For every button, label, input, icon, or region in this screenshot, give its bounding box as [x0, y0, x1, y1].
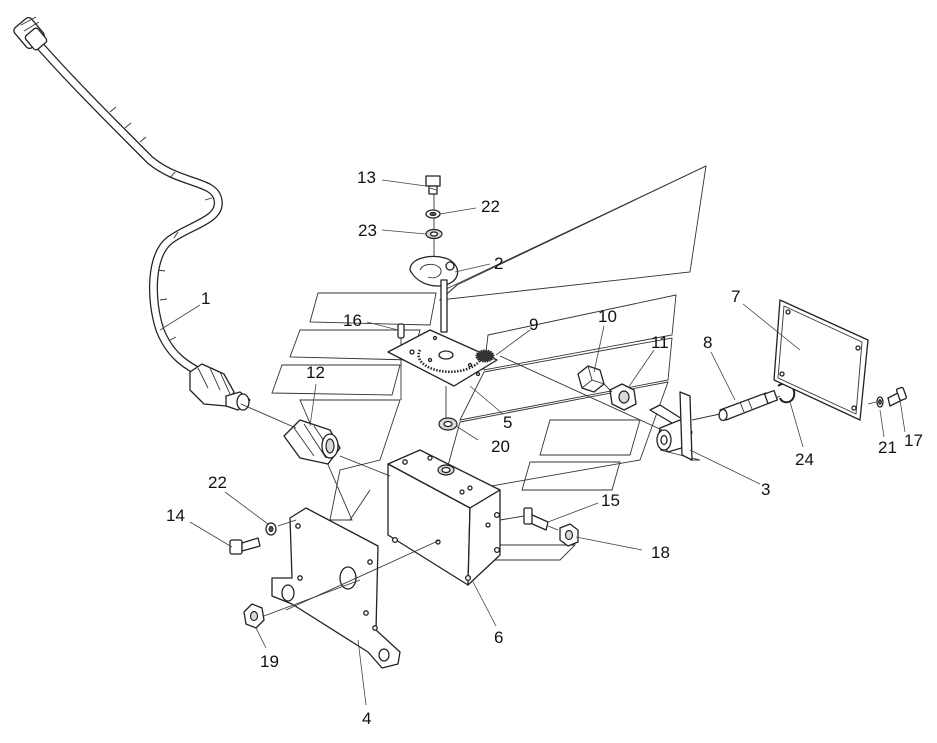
part-13-bolt	[425, 175, 441, 195]
label-part-21: 21	[878, 438, 897, 457]
label-part-24: 24	[795, 450, 814, 469]
label-part-13: 13	[357, 168, 376, 187]
label-part-23: 23	[358, 221, 377, 240]
part-11-nut	[609, 383, 637, 411]
part-7-cover-plate	[773, 299, 869, 421]
part-12-fitting	[283, 419, 341, 465]
assembly-centerlines	[240, 194, 877, 617]
label-part-4: 4	[362, 709, 371, 728]
label-part-5: 5	[503, 413, 512, 432]
label-part-6: 6	[494, 628, 503, 647]
part-20-bushing	[438, 386, 458, 431]
label-part-16: 16	[343, 311, 362, 330]
part-2-cam-lever	[409, 255, 459, 333]
label-part-18: 18	[651, 543, 670, 562]
part-22-washer-bottom	[265, 522, 277, 536]
part-4-mounting-plate	[271, 507, 401, 669]
label-part-22-top: 22	[481, 197, 500, 216]
callout-labels: 1 2 3 4 5 6 7 8 9 10 11 12 13 14 15 16 1…	[166, 168, 923, 728]
part-18-nut	[559, 523, 579, 547]
leader-lines	[159, 179, 906, 706]
label-part-11: 11	[651, 333, 669, 352]
label-part-9: 9	[529, 315, 538, 334]
label-part-10: 10	[598, 307, 617, 326]
label-part-8: 8	[703, 333, 712, 352]
label-part-15: 15	[601, 491, 620, 510]
part-6-block	[387, 449, 501, 586]
part-15-bolt	[523, 507, 549, 531]
part-22-washer-top	[425, 209, 441, 219]
part-19-nut	[243, 603, 265, 629]
label-part-17: 17	[904, 431, 923, 450]
label-part-14: 14	[166, 506, 185, 525]
label-part-19: 19	[260, 652, 279, 671]
label-part-2: 2	[494, 254, 503, 273]
label-part-12: 12	[306, 363, 325, 382]
part-10-nut	[577, 365, 605, 393]
part-16-pin	[397, 323, 405, 400]
part-14-bolt	[229, 537, 261, 555]
part-23-washer	[425, 228, 443, 240]
part-17-screw	[887, 386, 908, 407]
label-part-20: 20	[491, 437, 510, 456]
part-9-gear	[475, 349, 495, 363]
label-part-22-bottom: 22	[208, 473, 227, 492]
label-part-3: 3	[761, 480, 770, 499]
part-21-washer	[876, 396, 884, 408]
part-5-sector-plate	[387, 329, 498, 387]
part-3-bracket	[649, 391, 693, 461]
part-8-pin	[718, 389, 779, 422]
label-part-1: 1	[201, 289, 210, 308]
part-1-hose	[13, 16, 251, 411]
label-part-7: 7	[731, 287, 740, 306]
